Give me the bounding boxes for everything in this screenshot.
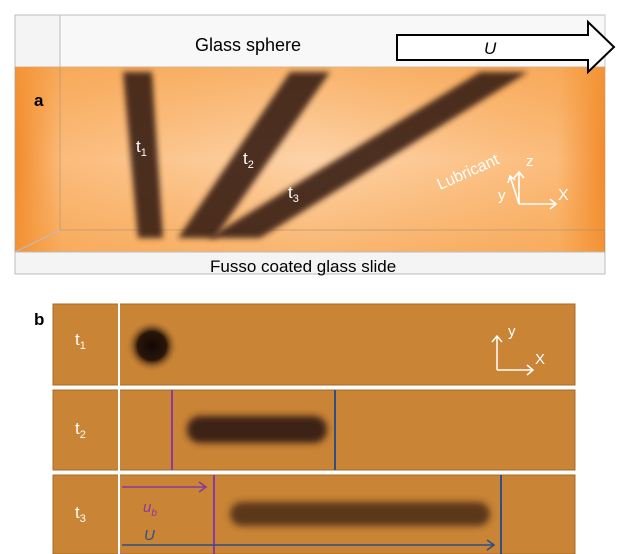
axes-icon-a	[507, 170, 558, 210]
fusso-slide	[14, 251, 606, 275]
panel-b: b t1 t2 t3 ub U	[34, 300, 576, 554]
row-label-t2: t2	[75, 419, 86, 441]
time-label-t2: t2	[243, 149, 254, 171]
axis-z-label-a: z	[526, 153, 534, 170]
velocity-arrow: U	[396, 19, 616, 75]
row-label-t3: t3	[75, 503, 86, 525]
streak-b-t3	[230, 502, 490, 526]
glass-sphere-label: Glass sphere	[195, 35, 301, 55]
lubricant-region	[15, 67, 605, 252]
slide-label: Fusso coated glass slide	[210, 257, 396, 276]
axis-x-label-a: X	[558, 187, 569, 204]
ub-arrow	[122, 481, 208, 493]
streak-t1	[123, 72, 163, 238]
streak-t2	[178, 72, 330, 238]
panel-a: a Glass sphere U t1 t2 t3 Lubricant X z …	[14, 14, 616, 276]
u-label: U	[144, 527, 155, 544]
u-arrow	[122, 539, 496, 551]
panel-a-label: a	[34, 91, 44, 110]
row-label-t1: t1	[75, 330, 86, 352]
panel-b-label: b	[34, 310, 44, 329]
velocity-label: U	[484, 39, 497, 58]
axis-y-label-b: y	[508, 323, 516, 340]
time-label-t3: t3	[288, 183, 299, 205]
streak-b-t2	[187, 416, 327, 443]
streak-t3	[208, 72, 528, 238]
glass-box-left-face	[14, 14, 61, 68]
axes-icon-b	[491, 334, 535, 376]
axis-y-label-a: y	[498, 187, 506, 204]
ub-label: ub	[143, 499, 157, 519]
shear-streaks	[123, 72, 528, 238]
time-label-t1: t1	[136, 137, 147, 159]
droplet-t1	[126, 320, 178, 372]
axis-x-label-b: X	[535, 351, 545, 368]
